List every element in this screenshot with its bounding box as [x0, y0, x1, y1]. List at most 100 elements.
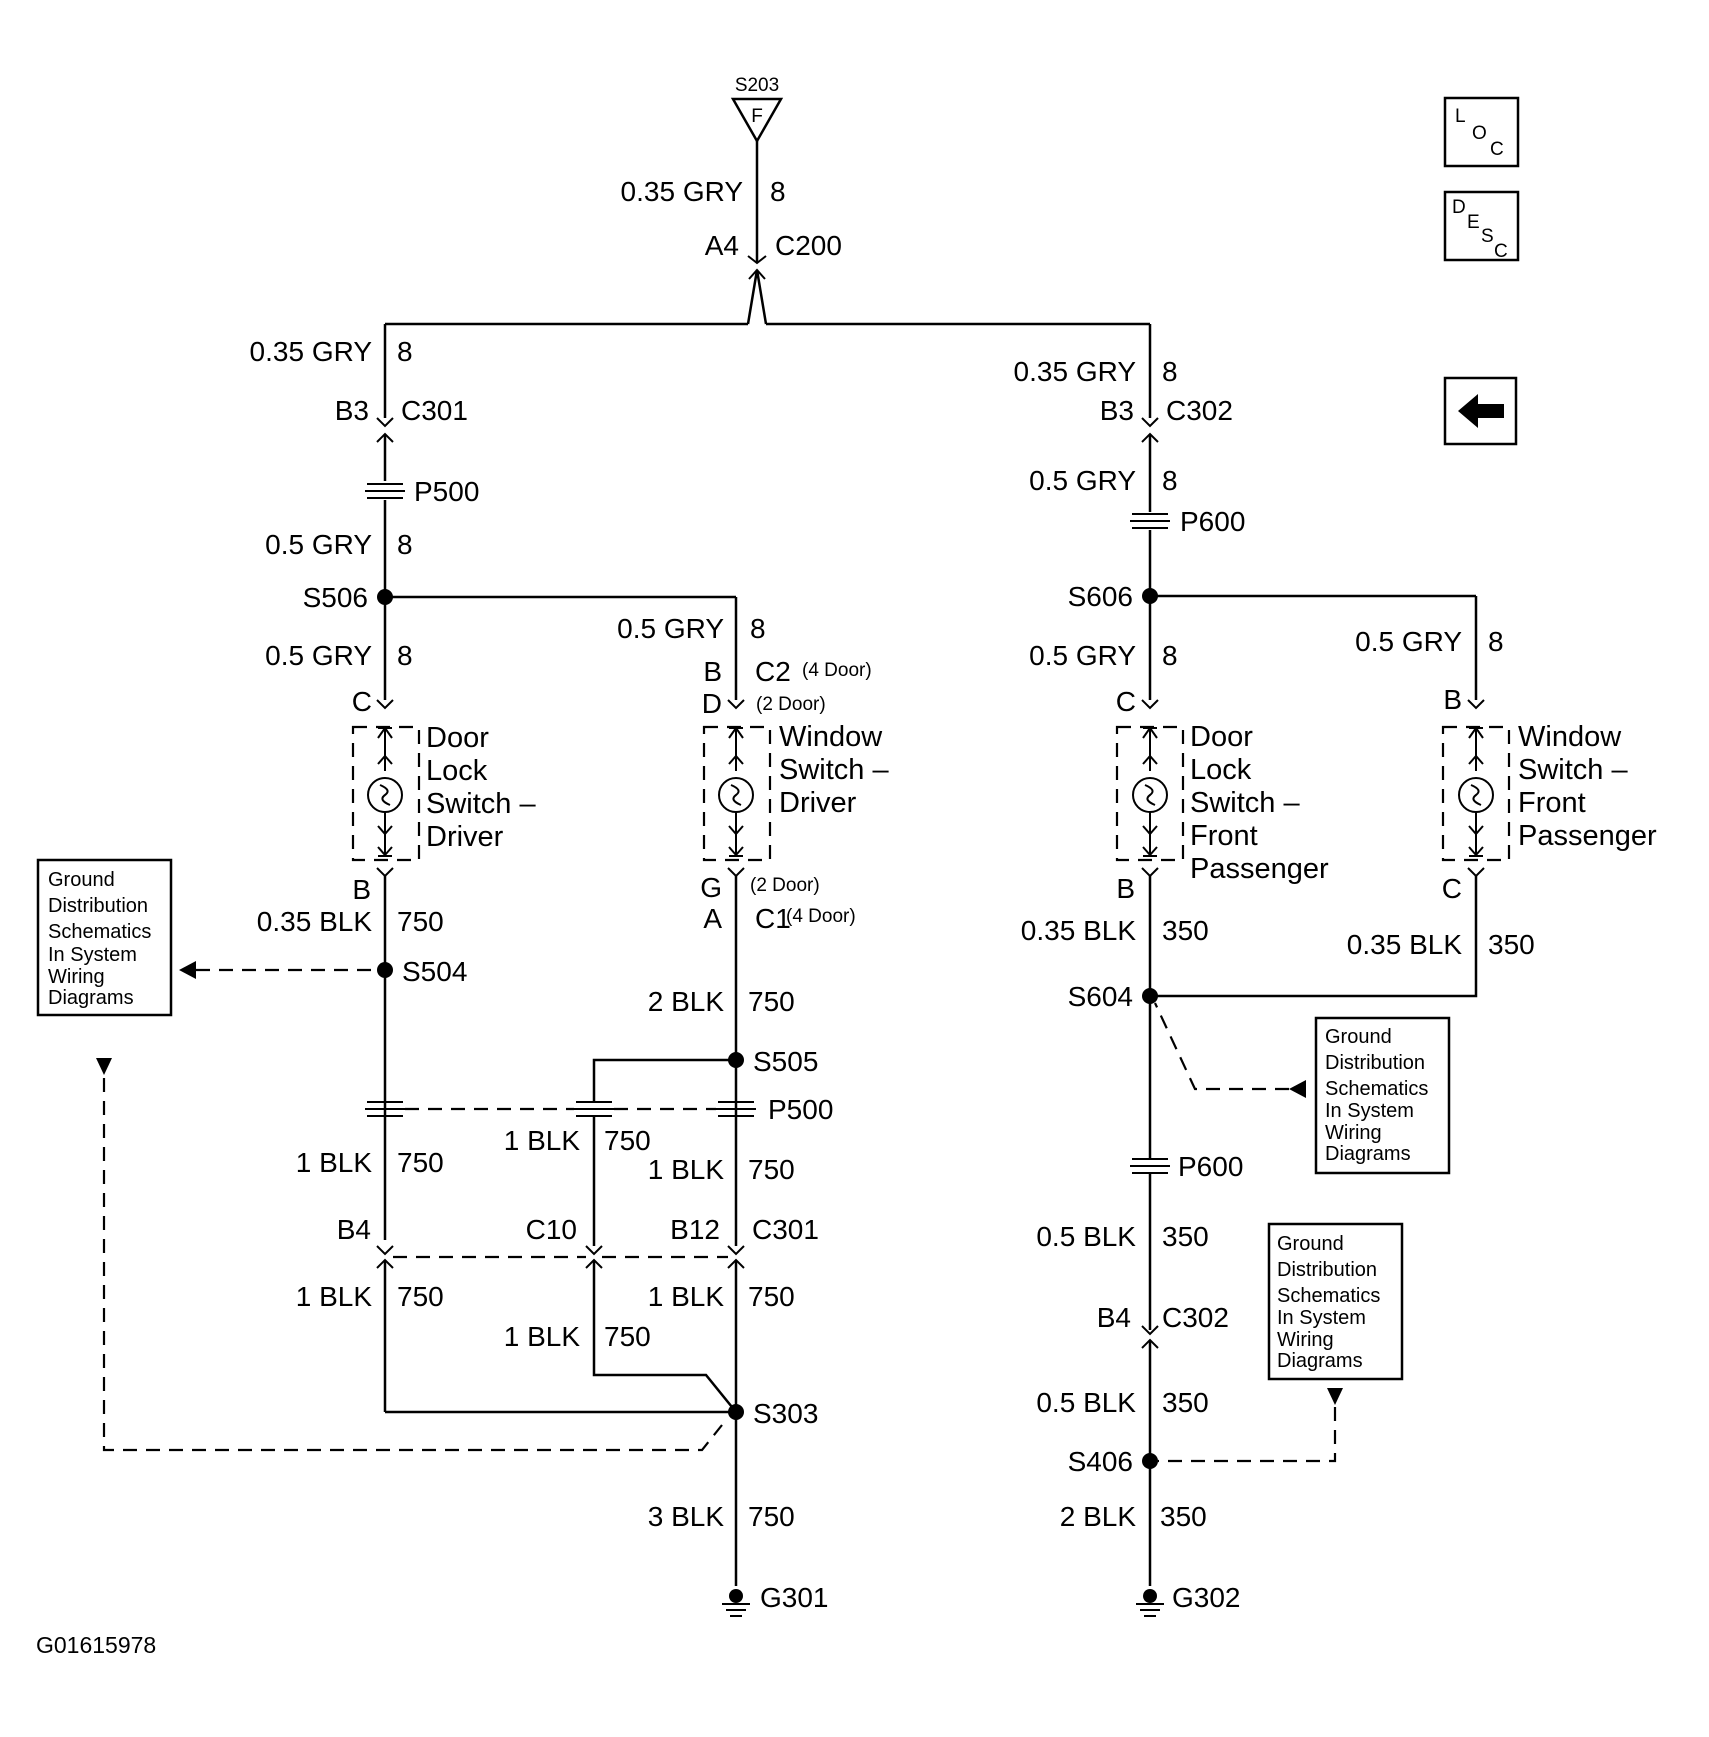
svg-text:In System: In System [1277, 1307, 1366, 1329]
door-lock-driver-line2: Lock [426, 755, 488, 787]
left-wire1-label: 0.35 GRY [250, 336, 373, 367]
arrow-left-icon [1289, 1080, 1306, 1098]
loc-button[interactable]: L O C [1443, 96, 1520, 168]
wire-top-circuit: 8 [770, 176, 786, 207]
splice-s303 [728, 1404, 744, 1420]
right-wire1-circuit: 8 [1162, 356, 1178, 387]
wd-wire3-circuit: 750 [748, 1154, 795, 1185]
ground-ref-right-upper[interactable]: Ground Distribution Schematics In System… [1314, 1016, 1451, 1175]
door-lock-fp-line2: Lock [1190, 754, 1252, 786]
ground-g302-icon [1136, 1589, 1164, 1617]
ground-ref-left[interactable]: Ground Distribution Schematics In System… [36, 858, 173, 1017]
left-p500-top: P500 [414, 476, 479, 507]
wd-p500-label: P500 [768, 1094, 833, 1125]
door-lock-fp-line5: Passenger [1190, 853, 1329, 885]
left-pin-b: B [352, 874, 371, 905]
wd-connector-c301: C301 [752, 1214, 819, 1245]
wd-pin-a: A [703, 903, 722, 934]
wd-connector-c1: C1 [755, 903, 791, 934]
right-wire7-circuit: 350 [1160, 1501, 1207, 1532]
svg-text:Schematics: Schematics [1325, 1078, 1428, 1100]
svg-text:Schematics: Schematics [1277, 1285, 1380, 1307]
right-pin-b: B [1116, 873, 1135, 904]
connector-c200-female [747, 255, 767, 265]
right-wire4-label: 0.35 BLK [1021, 915, 1137, 946]
right-p600-top-symbol [1130, 513, 1170, 529]
door-lock-fp-line3: Switch – [1190, 787, 1300, 819]
right-wire3-label: 0.5 GRY [1029, 640, 1136, 671]
svg-text:In System: In System [48, 944, 137, 966]
wd-connector-c2: C2 [755, 656, 791, 687]
s303-dashed-ref [102, 1078, 723, 1452]
left-wire5-circuit: 750 [397, 1147, 444, 1178]
left-connector-c301: C301 [401, 395, 468, 426]
window-passenger-branch: 0.5 GRY 8 B Window Switch – Front Passen… [1347, 596, 1657, 960]
mid-wire-circuit: 750 [604, 1125, 651, 1156]
wd-wire6-circuit: 750 [748, 1501, 795, 1532]
window-switch-front-passenger [1441, 725, 1511, 862]
ground-g301-icon [722, 1589, 750, 1617]
pin-a4: A4 [705, 230, 739, 261]
right-branch: 0.35 GRY 8 B3 C302 0.5 GRY 8 P600 S606 0… [1014, 324, 1478, 1617]
wd-pin-g: G [700, 872, 722, 903]
svg-text:E: E [1467, 212, 1480, 233]
left-wire2-label: 0.5 GRY [265, 529, 372, 560]
left-wire1-circuit: 8 [397, 336, 413, 367]
splice-s203-label: S203 [735, 75, 779, 96]
svg-text:In System: In System [1325, 1100, 1414, 1122]
pin-c10: C10 [526, 1214, 577, 1245]
back-button[interactable] [1443, 376, 1518, 446]
back-arrow-icon [1458, 394, 1504, 428]
mid-wire5-circuit: 750 [604, 1321, 651, 1352]
door-lock-driver-line1: Door [426, 722, 489, 754]
svg-text:Wiring: Wiring [1277, 1329, 1334, 1351]
right-wire6-circuit: 350 [1162, 1387, 1209, 1418]
window-switch-driver [702, 725, 772, 862]
mid-wire5-label: 1 BLK [504, 1321, 581, 1352]
svg-text:O: O [1472, 123, 1487, 144]
arrow-down-icon [1327, 1388, 1343, 1405]
mid-p500-symbol [574, 1101, 614, 1117]
wp-pin-b: B [1443, 684, 1462, 715]
top-section: S203 F 0.35 GRY 8 A4 C200 [385, 75, 1150, 326]
door-lock-driver-line3: Switch – [426, 788, 536, 820]
door-lock-switch-driver [351, 725, 421, 862]
wd-wire4-circuit: 750 [748, 1281, 795, 1312]
mid-wire-label: 1 BLK [504, 1125, 581, 1156]
svg-text:Diagrams: Diagrams [48, 987, 134, 1009]
diagram-id: G01615978 [36, 1632, 156, 1658]
wp-wire2-circuit: 350 [1488, 929, 1535, 960]
desc-button[interactable]: D E S C [1443, 190, 1520, 262]
wp-wire2-label: 0.35 BLK [1347, 929, 1463, 960]
right-wire5-label: 0.5 BLK [1036, 1221, 1136, 1252]
splice-s303-label: S303 [753, 1398, 818, 1429]
left-pin-b4: B4 [337, 1214, 371, 1245]
ground-g302-label: G302 [1172, 1582, 1241, 1613]
ground-g301-label: G301 [760, 1582, 829, 1613]
wd-wire3-label: 1 BLK [648, 1154, 725, 1185]
left-branch: 0.35 GRY 8 B3 C301 P500 0.5 GRY 8 S506 0… [250, 324, 736, 1414]
left-p500-bottom-symbol [365, 1101, 405, 1117]
left-pin-c: C [352, 686, 372, 717]
right-pin-b4: B4 [1097, 1302, 1131, 1333]
wp-pin-c: C [1442, 873, 1462, 904]
left-wire4-label: 0.35 BLK [257, 906, 373, 937]
wd-pin-b: B [703, 656, 722, 687]
right-p500-symbol [716, 1101, 756, 1117]
splice-s604-label: S604 [1068, 981, 1133, 1012]
right-pin-c: C [1116, 686, 1136, 717]
window-fp-line4: Passenger [1518, 820, 1657, 852]
svg-text:Distribution: Distribution [1325, 1052, 1425, 1074]
arrow-left-icon [179, 961, 196, 979]
right-wire4-circuit: 350 [1162, 915, 1209, 946]
left-wire3-circuit: 8 [397, 640, 413, 671]
svg-text:C: C [1494, 241, 1508, 262]
left-wire3-label: 0.5 GRY [265, 640, 372, 671]
left-wire4-circuit: 750 [397, 906, 444, 937]
arrow-down-icon [96, 1058, 112, 1075]
splice-s504-label: S504 [402, 956, 467, 987]
right-wire2-circuit: 8 [1162, 465, 1178, 496]
window-driver-line1: Window [779, 721, 883, 753]
ground-ref-right-lower[interactable]: Ground Distribution Schematics In System… [1267, 1222, 1404, 1381]
svg-text:Ground: Ground [48, 869, 115, 891]
